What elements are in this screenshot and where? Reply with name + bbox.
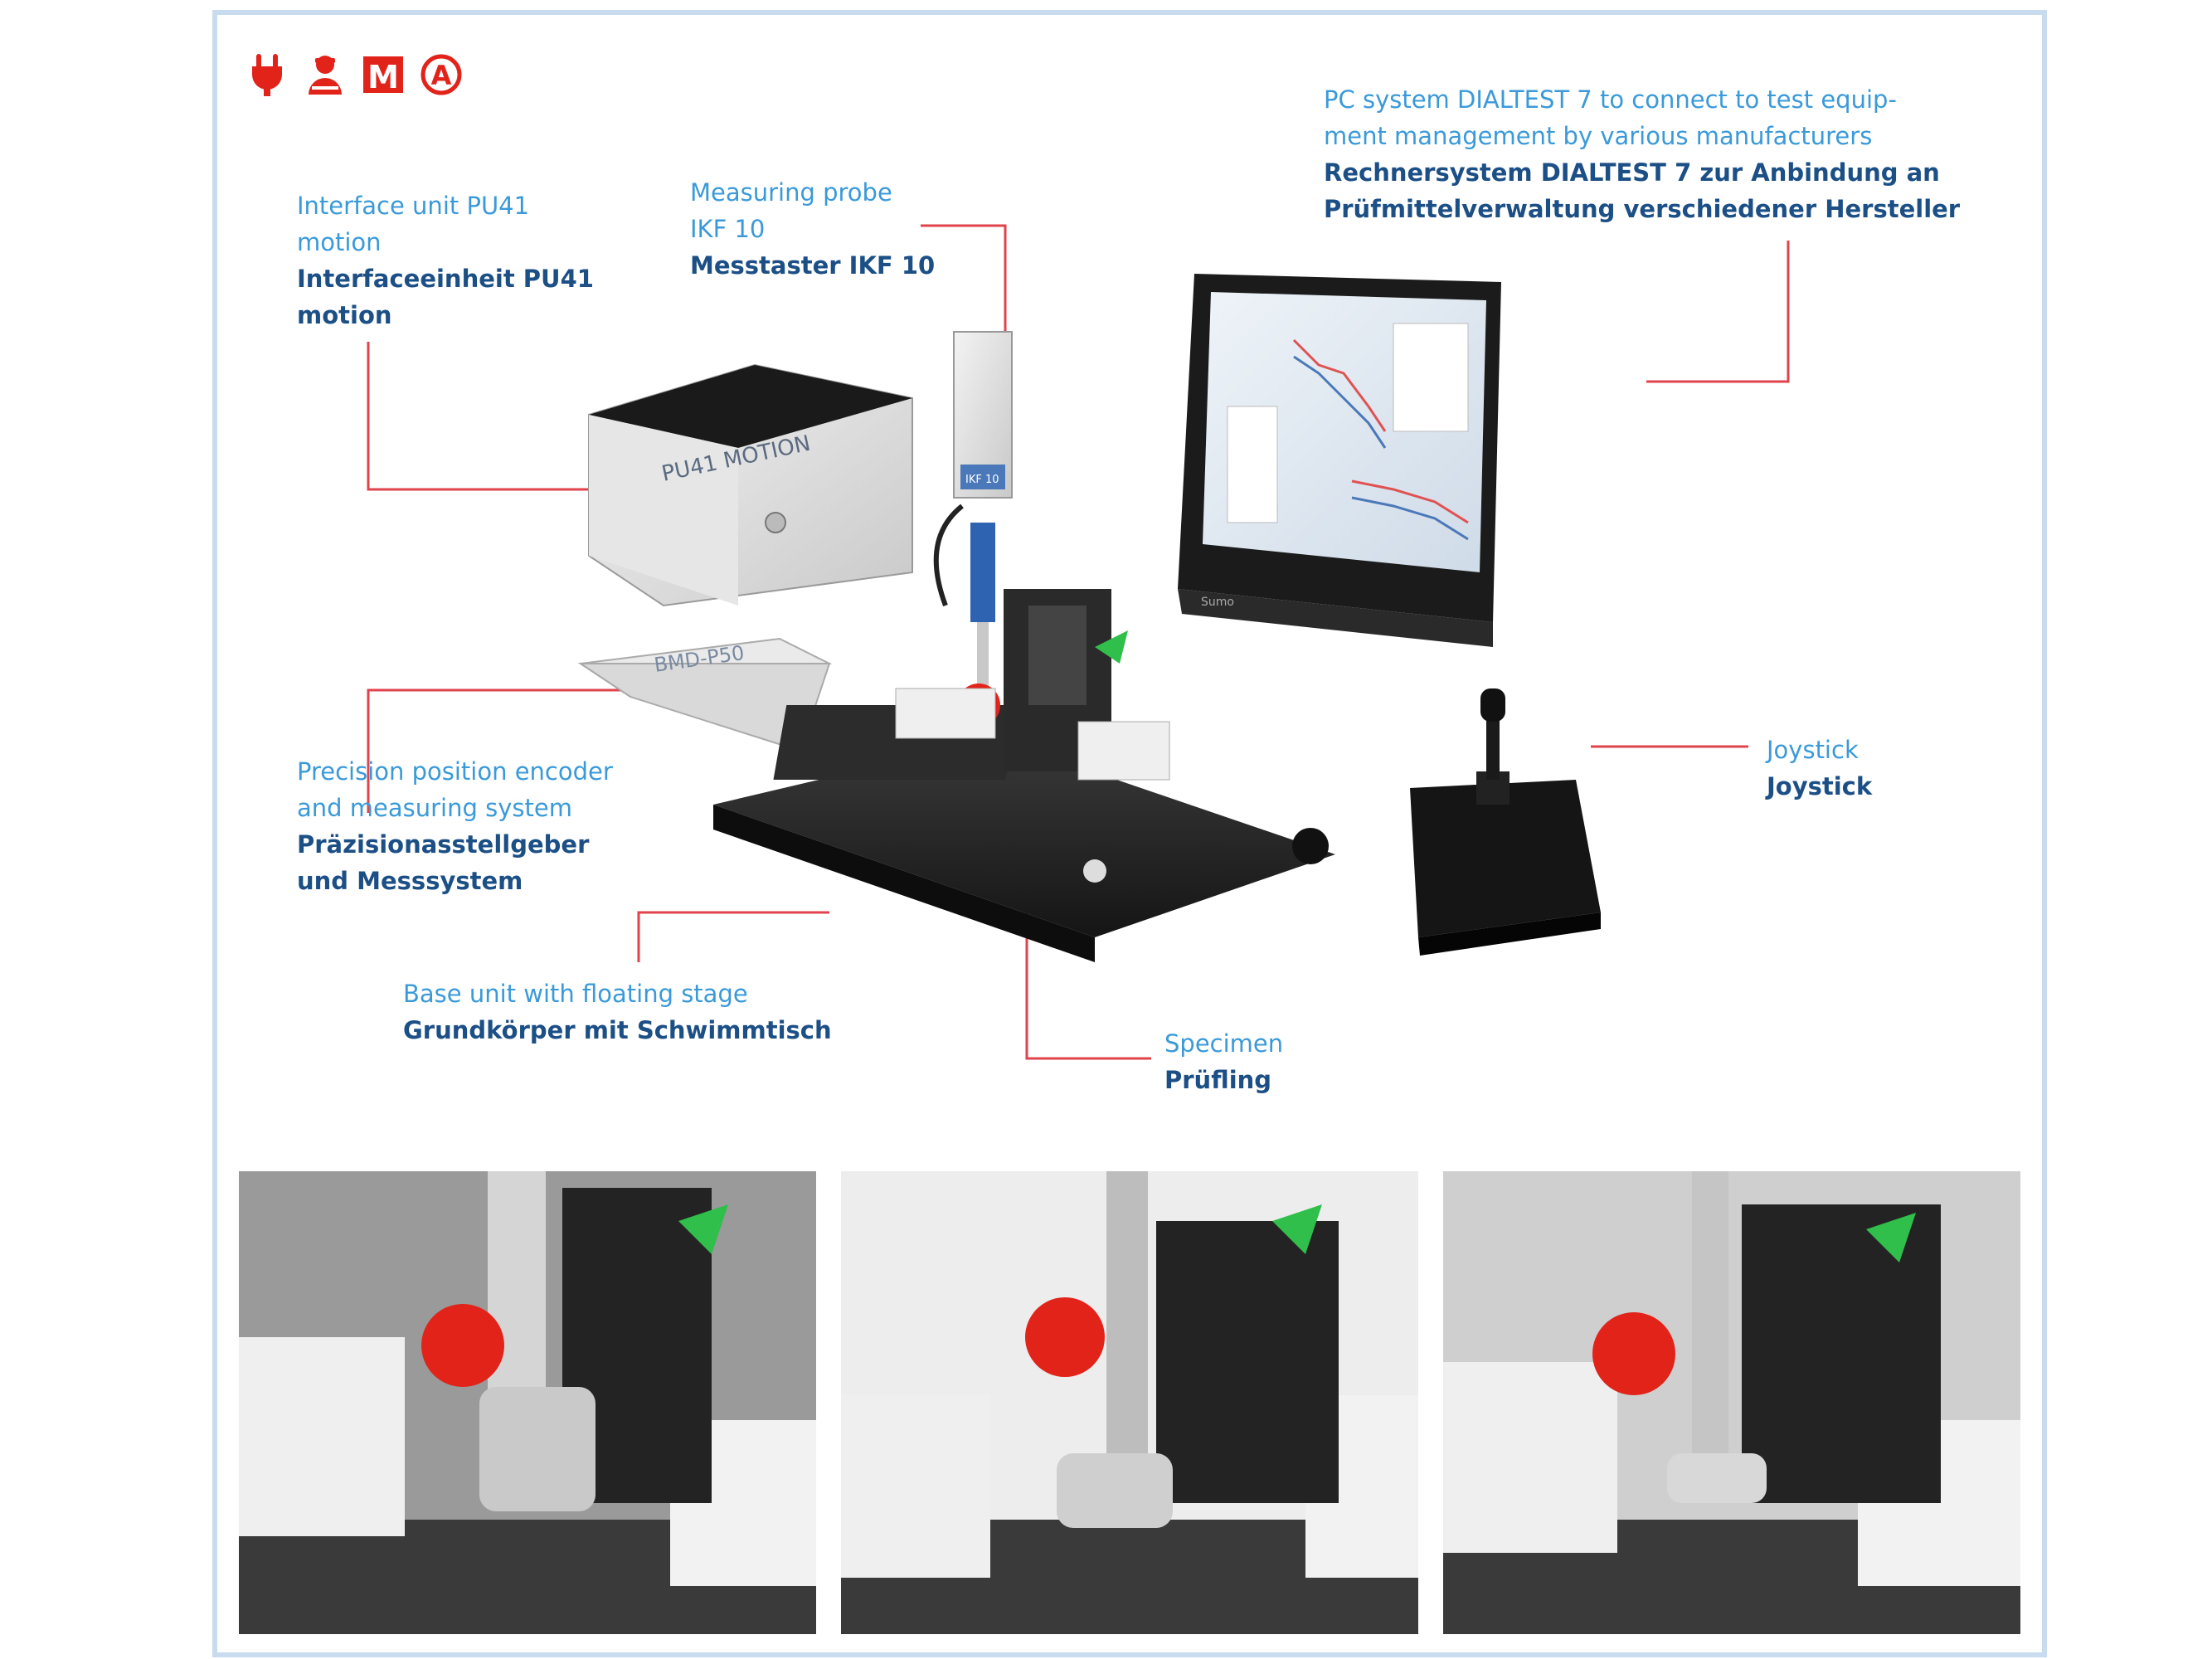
callout-en: ment management by various manufacturers (1324, 122, 1873, 150)
callout-measuring-probe: Measuring probe IKF 10 Messtaster IKF 10 (690, 174, 935, 284)
a-circle-icon: A (420, 53, 463, 96)
callout-base-unit: Base unit with floating stage Grundkörpe… (403, 975, 832, 1048)
detail-photos (239, 1171, 2020, 1634)
svg-text:IKF 10: IKF 10 (965, 474, 999, 486)
callout-de: Messtaster IKF 10 (690, 251, 936, 280)
callout-en: motion (297, 228, 382, 256)
callout-en: and measuring system (297, 794, 572, 822)
callout-en: Interface unit PU41 (297, 192, 530, 220)
pu41-interface-box: PU41 MOTION (588, 363, 913, 607)
callout-de: motion (297, 301, 392, 329)
joystick-device (1410, 688, 1601, 956)
measuring-fixture (895, 589, 1170, 781)
equipment-illustration: PU41 MOTION IKF 10 BMD-P50 S (577, 274, 1601, 962)
operator-icon (304, 53, 347, 96)
callout-de: Grundkörper mit Schwimmtisch (403, 1016, 832, 1044)
callout-en: IKF 10 (690, 215, 766, 243)
m-badge-icon: M (362, 53, 405, 96)
callout-de: Rechnersystem DIALTEST 7 zur Anbindung a… (1324, 158, 1940, 187)
svg-text:Sumo: Sumo (1201, 596, 1234, 609)
callout-de: Prüfmittelverwaltung verschiedener Herst… (1324, 195, 1961, 223)
pc-monitor: Sumo (1178, 274, 1501, 647)
svg-text:M: M (367, 59, 399, 95)
callout-en: Measuring probe (690, 178, 892, 207)
svg-text:A: A (431, 60, 452, 91)
callout-interface-unit: Interface unit PU41 motion Interfaceeinh… (297, 187, 594, 333)
detail-photo (239, 1171, 816, 1634)
bmd-encoder: BMD-P50 (577, 637, 833, 757)
detail-photo (1443, 1171, 2020, 1634)
callout-en: PC system DIALTEST 7 to connect to test … (1324, 85, 1897, 114)
callout-en: Base unit with floating stage (403, 980, 748, 1008)
callout-en: Joystick (1767, 736, 1859, 764)
callout-de: Joystick (1767, 772, 1873, 800)
callout-de: und Messsystem (297, 867, 523, 895)
callout-de: Prüfling (1164, 1066, 1272, 1094)
icon-row: M A (246, 53, 463, 96)
detail-photo (841, 1171, 1418, 1634)
callout-position-encoder: Precision position encoder and measuring… (297, 753, 613, 899)
callout-de: Präzisionasstellgeber (297, 830, 590, 859)
callout-en: Precision position encoder (297, 757, 613, 786)
plug-icon (246, 53, 289, 96)
callout-specimen: Specimen Prüfling (1164, 1025, 1283, 1098)
callout-joystick: Joystick Joystick (1767, 732, 1872, 805)
callout-de: Interfaceeinheit PU41 (297, 265, 594, 293)
callout-en: Specimen (1164, 1029, 1284, 1058)
callout-pc-system: PC system DIALTEST 7 to connect to test … (1324, 81, 1960, 227)
